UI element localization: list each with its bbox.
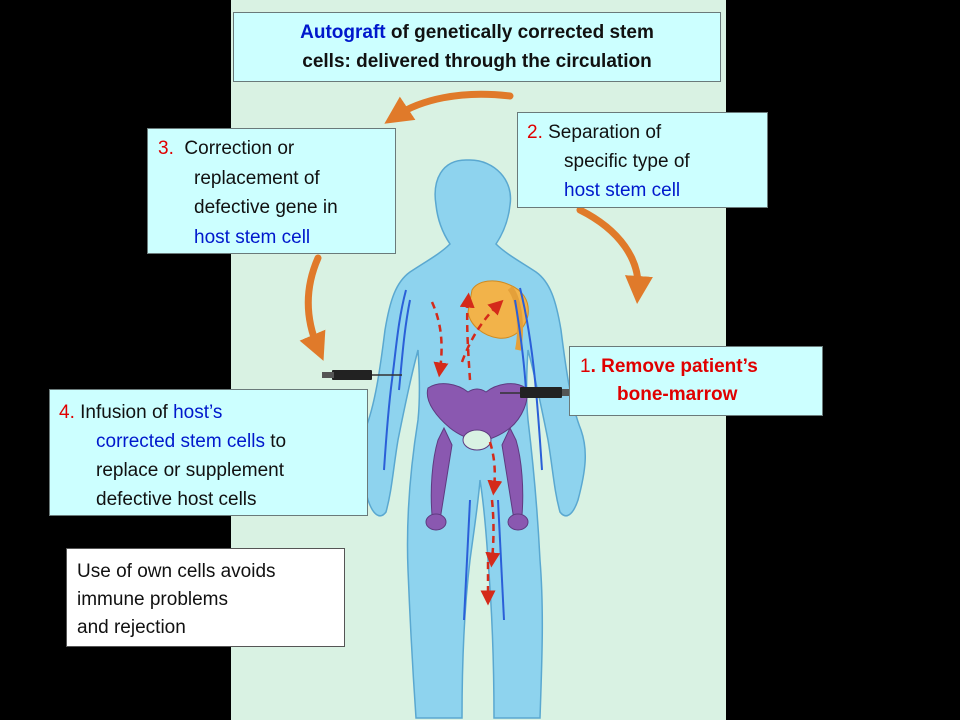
step3-line3: defective gene in bbox=[194, 197, 338, 218]
step1-line2: bone-marrow bbox=[617, 384, 738, 405]
step1-number: 1 bbox=[580, 356, 591, 377]
step4-box: 4. Infusion of host’s corrected stem cel… bbox=[49, 389, 368, 516]
step2-box: 2. Separation of specific type of host s… bbox=[517, 112, 768, 208]
title-line1: of genetically corrected stem bbox=[385, 22, 654, 43]
title-box: Autograft of genetically corrected stem … bbox=[233, 12, 721, 82]
veins bbox=[383, 287, 543, 621]
title-line2: cells: delivered through the circulation bbox=[302, 51, 652, 72]
process-arrows bbox=[299, 90, 653, 361]
circulation-arrows bbox=[430, 292, 504, 606]
step4-line1b: host’s bbox=[173, 402, 223, 423]
skeleton bbox=[425, 383, 529, 531]
step1-box: 1. Remove patient’s bone-marrow bbox=[569, 346, 823, 416]
step4-line2b: to bbox=[264, 431, 287, 452]
step2-line3: host stem cell bbox=[564, 180, 681, 201]
step3-line1: Correction or bbox=[173, 138, 295, 159]
step4-line4: defective host cells bbox=[96, 489, 257, 510]
step4-line1a: Infusion of bbox=[74, 402, 174, 423]
autograft-term: Autograft bbox=[300, 22, 386, 43]
step3-box: 3. Correction or replacement of defectiv… bbox=[147, 128, 396, 254]
note-line1: Use of own cells avoids bbox=[77, 561, 276, 582]
step1-line1: . Remove patient’s bbox=[590, 356, 758, 377]
step4-line2a: corrected stem cells bbox=[96, 431, 265, 452]
step2-number: 2. bbox=[527, 122, 543, 143]
note-line2: immune problems bbox=[77, 589, 228, 610]
step3-number: 3. bbox=[158, 138, 174, 159]
note-box: Use of own cells avoids immune problems … bbox=[66, 548, 345, 647]
step2-line2: specific type of bbox=[564, 151, 690, 172]
step2-line1: Separation of bbox=[542, 122, 662, 143]
step3-line2: replacement of bbox=[194, 167, 320, 189]
note-line3: and rejection bbox=[77, 617, 186, 638]
syringe-right bbox=[500, 387, 570, 398]
step4-number: 4. bbox=[59, 402, 75, 423]
syringe-left bbox=[322, 370, 402, 380]
step4-line3: replace or supplement bbox=[96, 460, 284, 481]
step3-line4: host stem cell bbox=[194, 226, 311, 248]
